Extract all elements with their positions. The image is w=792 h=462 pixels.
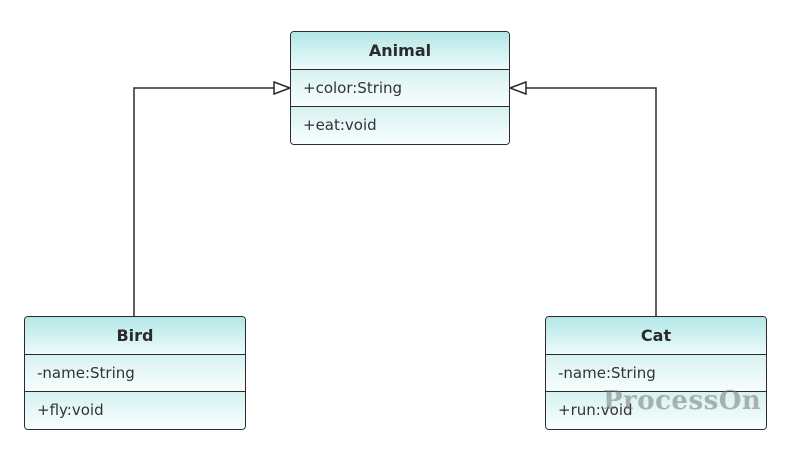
bird-to-animal-line: [133, 87, 274, 316]
cat-to-animal-line: [526, 87, 657, 316]
cat-class-name: Cat: [546, 317, 766, 355]
bird-attribute: -name:String: [25, 355, 245, 392]
animal-attribute: +color:String: [291, 70, 509, 107]
cat-to-animal-hollow-arrowhead: [507, 80, 527, 96]
inheritance-cat-to-animal: [507, 80, 657, 316]
animal-class-name: Animal: [291, 32, 509, 70]
animal-class-box[interactable]: Animal +color:String +eat:void: [290, 31, 510, 145]
inheritance-bird-to-animal: [133, 80, 293, 316]
bird-class-name: Bird: [25, 317, 245, 355]
cat-class-box[interactable]: Cat -name:String +run:void: [545, 316, 767, 430]
cat-attribute: -name:String: [546, 355, 766, 392]
animal-method: +eat:void: [291, 107, 509, 144]
bird-to-animal-hollow-arrowhead: [273, 80, 293, 96]
bird-class-box[interactable]: Bird -name:String +fly:void: [24, 316, 246, 430]
bird-method: +fly:void: [25, 392, 245, 429]
cat-method: +run:void: [546, 392, 766, 429]
